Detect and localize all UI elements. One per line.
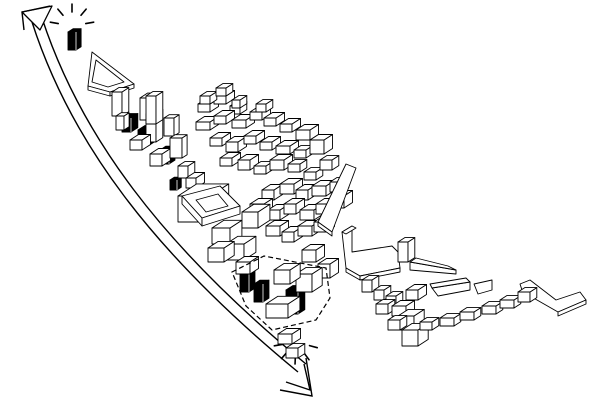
- building-block: [265, 220, 289, 237]
- wedge-block: [317, 163, 357, 237]
- northern-blocks: [199, 83, 274, 113]
- building-block: [303, 167, 324, 181]
- building-block: [259, 136, 281, 151]
- building-block: [459, 307, 482, 321]
- building-block: [207, 240, 235, 263]
- building-block: [273, 262, 301, 285]
- building-block: [295, 266, 323, 293]
- building-block: [265, 295, 301, 319]
- arrow-head-top-icon: [21, 5, 53, 31]
- triangle-plaza: [87, 51, 135, 97]
- building-block: [439, 313, 462, 327]
- building-block: [275, 140, 299, 155]
- building-block: [405, 284, 427, 301]
- building-block: [149, 148, 171, 167]
- building-block: [263, 112, 285, 127]
- building-block: [169, 134, 188, 159]
- building-block: [241, 203, 271, 229]
- building-block: [215, 83, 234, 97]
- building-block: [283, 198, 305, 215]
- arrow-head-bottom-icon: [285, 363, 311, 392]
- building-block: [129, 134, 151, 151]
- building-block: [211, 219, 243, 245]
- building-block: [277, 328, 301, 345]
- building-block: [145, 91, 164, 125]
- building-block: [285, 343, 306, 359]
- highlighted-tower: [253, 279, 270, 303]
- building-block: [219, 152, 241, 167]
- building-block: [517, 287, 538, 303]
- eastern-blocks: [341, 225, 587, 347]
- building-block: [419, 317, 440, 331]
- building-block: [231, 95, 248, 109]
- building-block: [213, 110, 235, 125]
- highlighted-tower: [67, 28, 82, 51]
- building-block: [199, 91, 218, 105]
- building-block: [397, 237, 416, 263]
- building-block: [309, 134, 333, 155]
- highlighted-tower: [169, 176, 182, 191]
- courtyard-block: [181, 185, 241, 227]
- building-block: [269, 154, 293, 171]
- building-block: [279, 118, 301, 133]
- building-block: [243, 130, 265, 145]
- building-block: [267, 204, 289, 221]
- building-block: [387, 315, 408, 331]
- building-block: [301, 244, 325, 263]
- building-block: [115, 112, 130, 131]
- burst-icon: [49, 3, 95, 25]
- building-block: [361, 275, 380, 293]
- building-block: [287, 159, 308, 173]
- building-block: [163, 114, 180, 137]
- building-block: [111, 87, 130, 117]
- building-block: [319, 155, 340, 171]
- building-block: [295, 184, 317, 201]
- building-block: [261, 184, 283, 201]
- building-block: [255, 99, 274, 113]
- building-block: [209, 132, 231, 147]
- axis-arrow: [21, 5, 313, 397]
